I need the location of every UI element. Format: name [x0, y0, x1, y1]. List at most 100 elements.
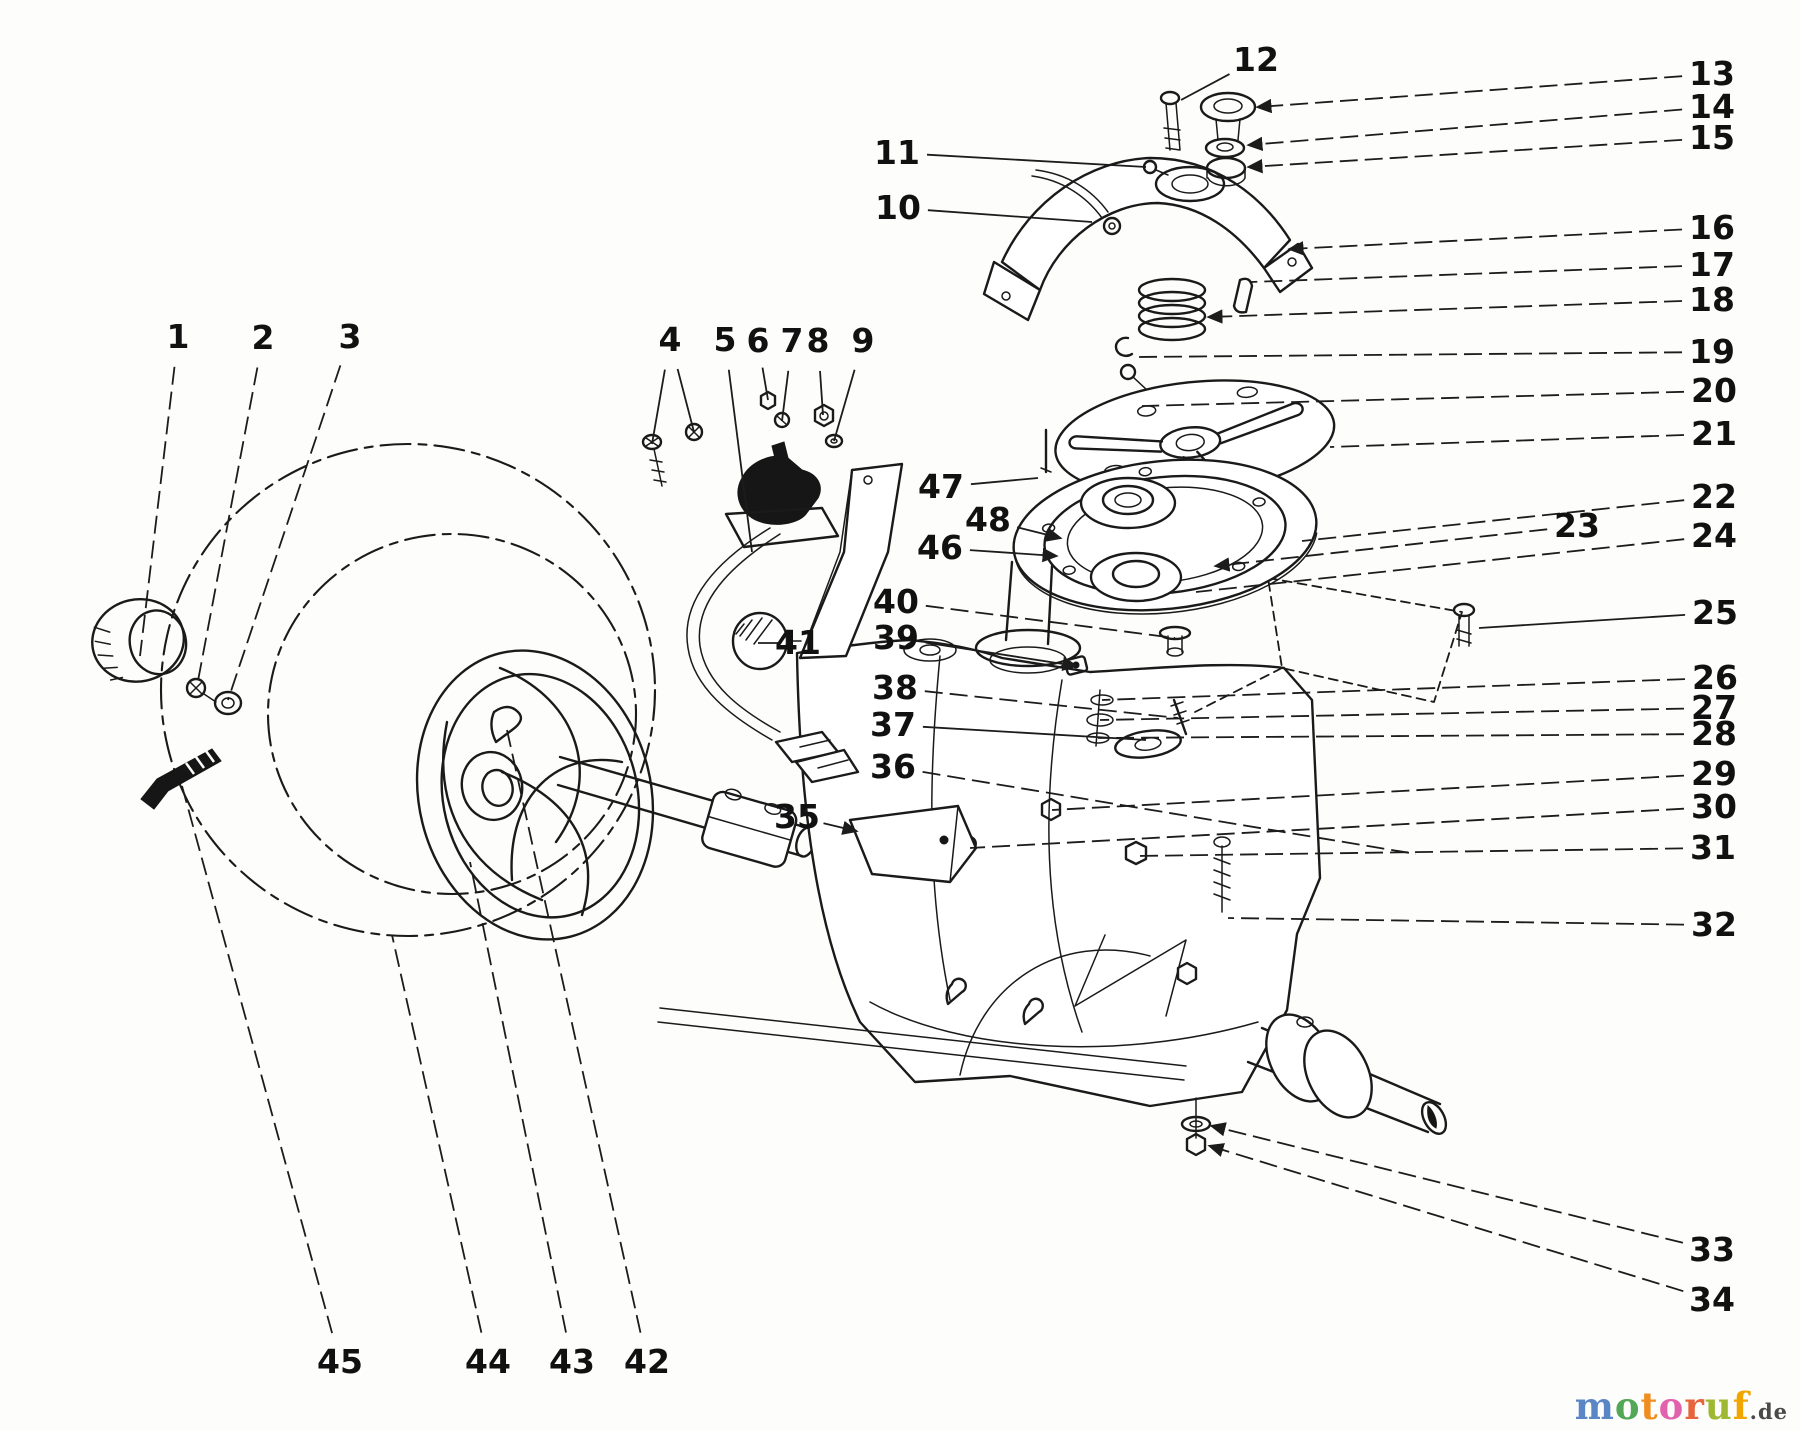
watermark-letter: u [1704, 1384, 1733, 1428]
callout-number-19: 19 [1689, 332, 1735, 371]
callout-number-16: 16 [1689, 208, 1735, 247]
leader-line-33 [1209, 1122, 1684, 1244]
callout-number-3: 3 [339, 317, 362, 356]
flange-bearing-13 [1199, 91, 1257, 141]
hex-bolt-case [1176, 961, 1198, 986]
callout-number-38: 38 [872, 668, 918, 707]
leader-line-25 [1478, 614, 1686, 629]
leader-line-11 [926, 153, 1147, 168]
rear-axle-assembly [1180, 1013, 1448, 1157]
leader-line-43 [469, 861, 567, 1333]
pin-20 [1119, 363, 1148, 391]
watermark-letter: o [1658, 1384, 1685, 1428]
bolt-12 [1159, 90, 1181, 151]
leader-line-23 [1213, 528, 1548, 572]
callout-number-10: 10 [875, 188, 921, 227]
callout-number-47: 47 [918, 467, 964, 506]
callout-number-4: 4 [659, 320, 682, 359]
callout-number-13: 13 [1689, 54, 1735, 93]
leader-line-16 [1287, 228, 1683, 256]
leader-line-1 [139, 366, 176, 657]
callout-number-34: 34 [1689, 1280, 1735, 1319]
leader-line-14 [1246, 108, 1683, 152]
leader-line-37 [922, 725, 1147, 741]
watermark-letter: t [1640, 1384, 1659, 1428]
cap-41 [731, 611, 802, 671]
callout-number-25: 25 [1692, 593, 1738, 632]
callout-number-28: 28 [1691, 714, 1737, 753]
nut-15 [1205, 156, 1247, 187]
mounting-plate-dashed [1194, 577, 1463, 713]
callout-number-2: 2 [252, 318, 275, 357]
leader-line-9 [833, 369, 856, 442]
watermark-logo: motoruf.de [1575, 1388, 1788, 1425]
hex-fitting-29 [1040, 797, 1062, 822]
roll-pin-47 [1040, 428, 1052, 474]
watermark-letter: m [1574, 1384, 1615, 1428]
rim-swirl-spokes [442, 666, 624, 917]
cable-tie-10 [1031, 169, 1122, 236]
bearing-lower-24 [1089, 551, 1183, 603]
callout-number-6: 6 [747, 321, 770, 360]
leader-line-48 [1016, 526, 1063, 542]
leader-line-2 [196, 367, 259, 687]
hub-cap [460, 750, 524, 822]
support-bracket-35 [848, 804, 978, 884]
nut-8 [813, 403, 835, 428]
callout-number-17: 17 [1689, 245, 1735, 284]
callout-number-40: 40 [873, 582, 919, 621]
callout-number-20: 20 [1691, 371, 1737, 410]
callout-number-41: 41 [775, 623, 821, 662]
leader-line-20 [1141, 390, 1685, 407]
rear-wheel-assembly [159, 442, 657, 941]
callout-number-22: 22 [1691, 477, 1737, 516]
leader-line-7 [781, 370, 790, 422]
leader-line-12 [1180, 73, 1230, 101]
leader-line-10 [927, 209, 1093, 223]
callout-number-21: 21 [1691, 414, 1737, 453]
leader-line-36 [922, 771, 1417, 855]
leader-line-6 [761, 367, 769, 401]
nut-6 [759, 390, 777, 411]
leader-line-22 [1301, 499, 1685, 542]
bolt-25 [1452, 602, 1476, 647]
clip-19 [1114, 336, 1134, 357]
leader-line-47 [970, 477, 1039, 486]
leader-line-17 [1250, 265, 1683, 283]
tire-shoulder-profile [266, 532, 638, 896]
callout-number-42: 42 [624, 1342, 670, 1381]
callout-number-48: 48 [965, 500, 1011, 539]
bearing-upper-23 [1079, 476, 1177, 530]
callout-number-33: 33 [1689, 1230, 1735, 1269]
hex-bolt-31 [1124, 840, 1148, 866]
watermark-letter: f [1732, 1384, 1750, 1428]
leader-line-40 [925, 604, 1176, 639]
switch-screw-4a [641, 433, 667, 487]
axle-bolt-45 [140, 748, 222, 810]
input-spindle [974, 560, 1082, 674]
leader-line-8 [819, 370, 824, 416]
callout-number-39: 39 [873, 618, 919, 657]
wire-connector [774, 730, 860, 784]
leader-line-24 [1195, 538, 1685, 593]
leader-line-5 [727, 369, 753, 553]
leader-line-38 [924, 690, 1179, 719]
callout-number-7: 7 [781, 321, 804, 360]
leader-line-35 [823, 820, 859, 835]
callout-number-32: 32 [1691, 905, 1737, 944]
leader-line-3 [227, 365, 342, 701]
leader-line-32 [1227, 917, 1685, 926]
callout-number-26: 26 [1692, 658, 1738, 697]
leader-line-46 [969, 547, 1059, 563]
leader-line-30 [969, 807, 1685, 849]
brake-pin-17 [1232, 277, 1254, 314]
leader-line-34 [1207, 1143, 1684, 1293]
callout-number-8: 8 [807, 321, 830, 360]
leader-line-19 [1135, 351, 1683, 358]
axle-key [490, 705, 523, 744]
callout-number-36: 36 [870, 747, 916, 786]
leader-line-28 [1097, 733, 1685, 739]
